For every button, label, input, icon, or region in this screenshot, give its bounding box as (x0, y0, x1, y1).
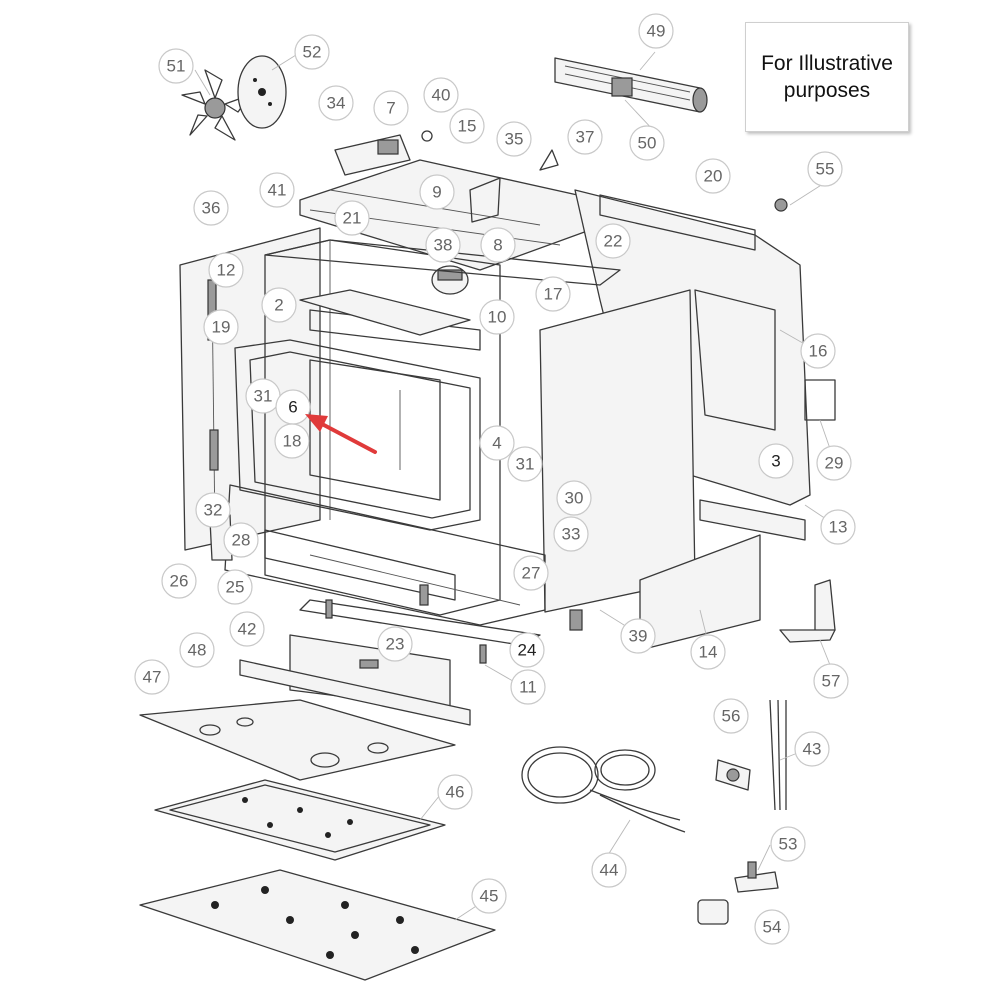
callout-24: 24 (518, 641, 537, 660)
callout-43: 43 (803, 740, 822, 759)
callout-46: 46 (446, 783, 465, 802)
part-thermostat (715, 759, 751, 791)
callout-35: 35 (505, 130, 524, 149)
callout-21: 21 (343, 209, 362, 228)
callout-7: 7 (386, 99, 395, 118)
part-bottom-cover (139, 699, 456, 781)
part-sensor (774, 198, 788, 212)
callout-49: 49 (647, 22, 666, 41)
callout-30: 30 (565, 489, 584, 508)
callout-31-right: 31 (516, 455, 535, 474)
part-tangential-fan (554, 57, 708, 113)
callout-39: 39 (629, 627, 648, 646)
callout-6-highlighted: 6 (288, 398, 297, 417)
callout-9: 9 (432, 183, 441, 202)
callout-13: 13 (829, 518, 848, 537)
callout-23: 23 (386, 635, 405, 654)
callout-19: 19 (212, 318, 231, 337)
callout-31-left: 31 (254, 387, 273, 406)
callout-25: 25 (226, 578, 245, 597)
callout-45: 45 (480, 887, 499, 906)
callout-54: 54 (763, 918, 782, 937)
part-bracket (779, 579, 836, 643)
callout-37: 37 (576, 128, 595, 147)
callout-22: 22 (604, 232, 623, 251)
callout-17: 17 (544, 285, 563, 304)
callout-12: 12 (217, 261, 236, 280)
callout-38: 38 (434, 236, 453, 255)
callout-55: 55 (816, 160, 835, 179)
callout-2: 2 (274, 296, 283, 315)
illustrative-note-box: For Illustrative purposes (745, 22, 909, 132)
callout-57: 57 (822, 672, 841, 691)
callout-labels: 51 52 34 7 40 15 35 37 49 50 55 20 36 41… (134, 13, 856, 945)
illustrative-note-text: For Illustrative purposes (761, 52, 893, 102)
callout-41: 41 (268, 181, 287, 200)
part-bottom-tray (154, 779, 446, 861)
callout-8: 8 (493, 236, 502, 255)
callout-56: 56 (722, 707, 741, 726)
callout-52: 52 (303, 43, 322, 62)
callout-53: 53 (779, 835, 798, 854)
callout-27: 27 (522, 564, 541, 583)
callout-3: 3 (771, 452, 780, 471)
callout-36: 36 (202, 199, 221, 218)
callout-32: 32 (204, 501, 223, 520)
callout-29: 29 (825, 454, 844, 473)
callout-44: 44 (600, 861, 619, 880)
callout-14: 14 (699, 643, 718, 662)
part-front-trim (239, 634, 471, 726)
callout-48: 48 (188, 641, 207, 660)
callout-34: 34 (327, 94, 346, 113)
callout-26: 26 (170, 572, 189, 591)
callout-47: 47 (143, 668, 162, 687)
part-cable (769, 699, 787, 811)
part-door-seal-highlighted (234, 339, 481, 531)
callout-50: 50 (638, 134, 657, 153)
part-clip (539, 149, 559, 171)
highlight-arrow (305, 414, 377, 454)
part-connector (697, 899, 729, 925)
callout-11: 11 (519, 678, 537, 697)
part-terminal-block (734, 861, 779, 893)
callout-16: 16 (809, 342, 828, 361)
callout-42: 42 (238, 620, 257, 639)
part-small-knob (421, 130, 433, 142)
callout-18: 18 (283, 432, 302, 451)
callout-51: 51 (167, 57, 186, 76)
part-fan-plate (237, 55, 287, 129)
part-base-plate (139, 869, 496, 981)
callout-28: 28 (232, 531, 251, 550)
part-right-side-panel (539, 289, 696, 613)
callout-40: 40 (432, 86, 451, 105)
callout-15: 15 (458, 117, 477, 136)
part-heating-element (521, 746, 686, 833)
callout-33: 33 (562, 525, 581, 544)
part-rear-rail (699, 499, 806, 541)
callout-20: 20 (704, 167, 723, 186)
callout-10: 10 (488, 308, 507, 327)
callout-4: 4 (492, 434, 501, 453)
